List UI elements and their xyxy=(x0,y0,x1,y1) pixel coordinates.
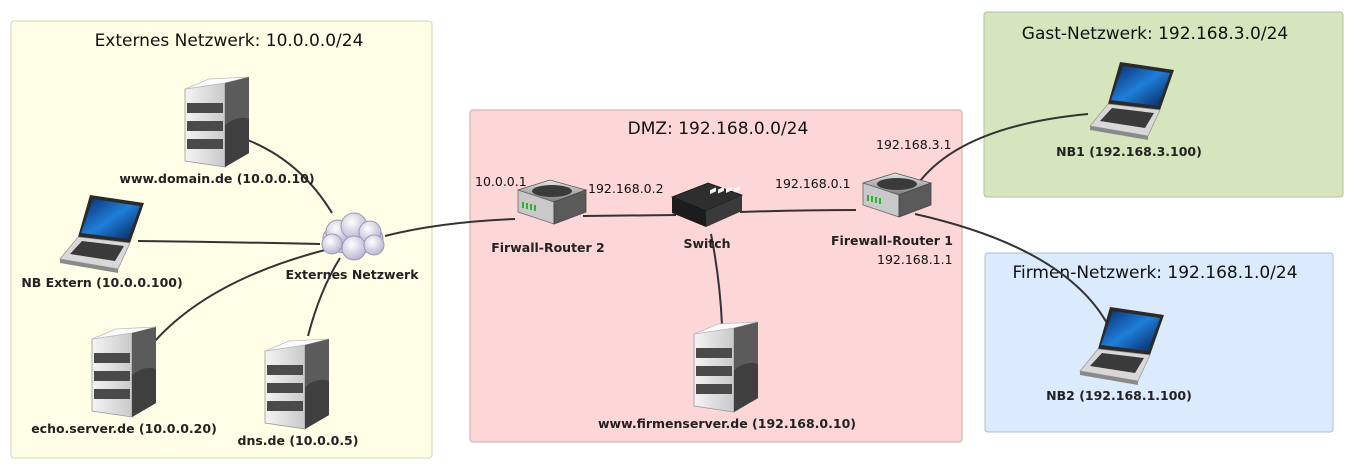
link-switch-router1 xyxy=(739,209,857,213)
server-icon-www-domain xyxy=(184,76,250,168)
label-www-domain: www.domain.de (10.0.0.10) xyxy=(119,171,314,186)
zone-dmz xyxy=(469,109,963,443)
ip-router1-dmz: 192.168.0.1 xyxy=(775,176,851,191)
link-router1-nb2 xyxy=(914,213,1114,336)
label-cloud: Externes Netzwerk xyxy=(285,267,419,282)
label-firmenserver: www.firmenserver.de (192.168.0.10) xyxy=(598,416,856,431)
zone-title-extern: Externes Netzwerk: 10.0.0.0/24 xyxy=(95,31,364,51)
server-icon-dns xyxy=(264,338,330,430)
label-nb1: NB1 (192.168.3.100) xyxy=(1056,144,1202,159)
zone-gast-netzwerk xyxy=(983,11,1344,198)
label-router2: Firwall-Router 2 xyxy=(491,240,605,255)
zone-title-firmen: Firmen-Netzwerk: 192.168.1.0/24 xyxy=(1012,263,1297,283)
zone-title-dmz: DMZ: 192.168.0.0/24 xyxy=(628,119,809,139)
link-cloud-nb-extern xyxy=(137,240,321,245)
zone-firmen-netzwerk xyxy=(984,252,1334,433)
link-cloud-www-domain xyxy=(244,138,333,214)
label-nb-extern: NB Extern (10.0.0.100) xyxy=(21,275,182,290)
zone-title-gast: Gast-Netzwerk: 192.168.3.0/24 xyxy=(1022,24,1288,44)
link-cloud-dns xyxy=(307,257,341,337)
ip-router1-gast: 192.168.3.1 xyxy=(876,137,952,152)
link-switch-firmenserver xyxy=(710,233,723,326)
link-router2-switch xyxy=(582,214,677,217)
link-cloud-router2 xyxy=(384,218,516,237)
ip-router2-dmz: 192.168.0.2 xyxy=(588,181,664,196)
label-nb2: NB2 (192.168.1.100) xyxy=(1046,388,1192,403)
label-router1: Firewall-Router 1 xyxy=(831,233,953,248)
ip-router1-firmen: 192.168.1.1 xyxy=(877,252,953,267)
server-icon-echo xyxy=(91,326,157,418)
label-switch: Switch xyxy=(683,236,730,251)
link-router1-nb1 xyxy=(916,113,1089,186)
label-dns: dns.de (10.0.0.5) xyxy=(238,433,359,448)
server-icon-firmenserver xyxy=(693,321,759,413)
link-cloud-echo xyxy=(154,249,326,342)
label-echo: echo.server.de (10.0.0.20) xyxy=(31,421,217,436)
ip-router2-extern: 10.0.0.1 xyxy=(475,174,527,189)
